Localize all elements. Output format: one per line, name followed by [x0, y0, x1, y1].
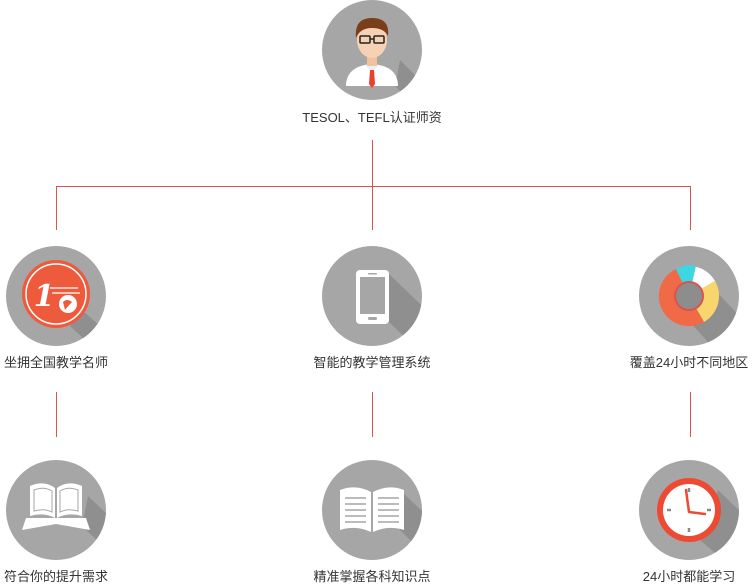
- open-book-icon: [340, 487, 404, 532]
- node-label: 24小时都能学习: [643, 569, 735, 584]
- node-label: 符合你的提升需求: [4, 569, 108, 584]
- root-node: TESOL、TEFL认证师资: [302, 0, 442, 125]
- node-famous-teachers: 1 坐拥全国教学名师: [4, 246, 108, 370]
- node-label: 智能的教学管理系统: [313, 355, 430, 370]
- number-one-badge-icon: 1: [22, 260, 90, 328]
- donut-chart-icon: [658, 265, 720, 327]
- node-24h-regions: 覆盖24小时不同地区: [630, 246, 748, 370]
- connector-lines: [56, 140, 691, 437]
- long-shadow: [700, 490, 739, 560]
- node-24h-learning: 24小时都能学习: [639, 460, 739, 584]
- node-label: 坐拥全国教学名师: [4, 355, 108, 370]
- open-book-ribbon-icon: [22, 483, 90, 530]
- long-shadow: [389, 274, 422, 346]
- root-label: TESOL、TEFL认证师资: [302, 110, 441, 125]
- teacher-avatar-icon: [346, 18, 398, 88]
- node-management-system: 智能的教学管理系统: [313, 246, 431, 370]
- node-label: 精准掌握各科知识点: [313, 569, 430, 584]
- clock-icon: [657, 478, 721, 542]
- svg-text:1: 1: [34, 279, 55, 314]
- node-label: 覆盖24小时不同地区: [630, 355, 748, 370]
- smartphone-icon: [356, 270, 389, 324]
- node-knowledge-points: 精准掌握各科知识点: [313, 460, 431, 584]
- node-improvement-needs: 符合你的提升需求: [4, 460, 108, 584]
- long-shadow: [400, 494, 422, 560]
- node-circle: [322, 460, 422, 560]
- long-shadow: [82, 496, 106, 560]
- long-shadow: [690, 290, 739, 346]
- node-circle: [6, 460, 106, 560]
